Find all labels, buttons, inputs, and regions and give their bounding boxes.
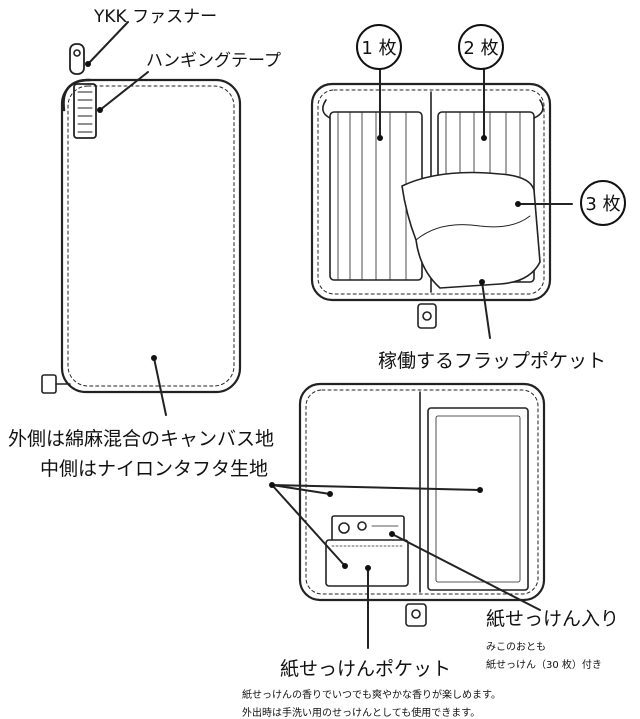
count-badge-1-label: 1 枚 [361,38,397,59]
count-badge-3: 3 枚 [580,180,626,226]
label-inner-fabric: 中側はナイロンタフタ生地 [40,458,269,480]
label-ykk-zipper: YKK ファスナー [94,7,218,27]
label-soap-brand: みこのおとも [486,642,546,653]
count-badge-2: 2 枚 [458,24,504,70]
closed-case-drawing [41,43,242,394]
count-badge-1: 1 枚 [356,24,402,70]
label-soap-included: 紙せっけん入り [486,608,620,630]
count-badge-3-label: 3 枚 [585,194,621,215]
leader-lines [87,21,573,649]
note-line-2: 外出時は手洗い用のせっけんとしても使用できます。 [242,708,481,719]
label-soap-count: 紙せっけん（30 枚）付き [486,660,602,671]
label-flap-pocket: 稼働するフラップポケット [378,350,607,372]
open-case-top-drawing [310,82,552,329]
count-badge-2-label: 2 枚 [463,38,499,59]
label-outer-fabric: 外側は綿麻混合のキャンバス地 [8,428,275,450]
open-case-bottom-drawing [298,382,546,627]
label-soap-pocket: 紙せっけんポケット [280,658,452,680]
label-hanging-tape: ハンギングテープ [146,51,281,71]
note-line-1: 紙せっけんの香りでいつでも爽やかな香りが楽しめます。 [242,690,501,701]
